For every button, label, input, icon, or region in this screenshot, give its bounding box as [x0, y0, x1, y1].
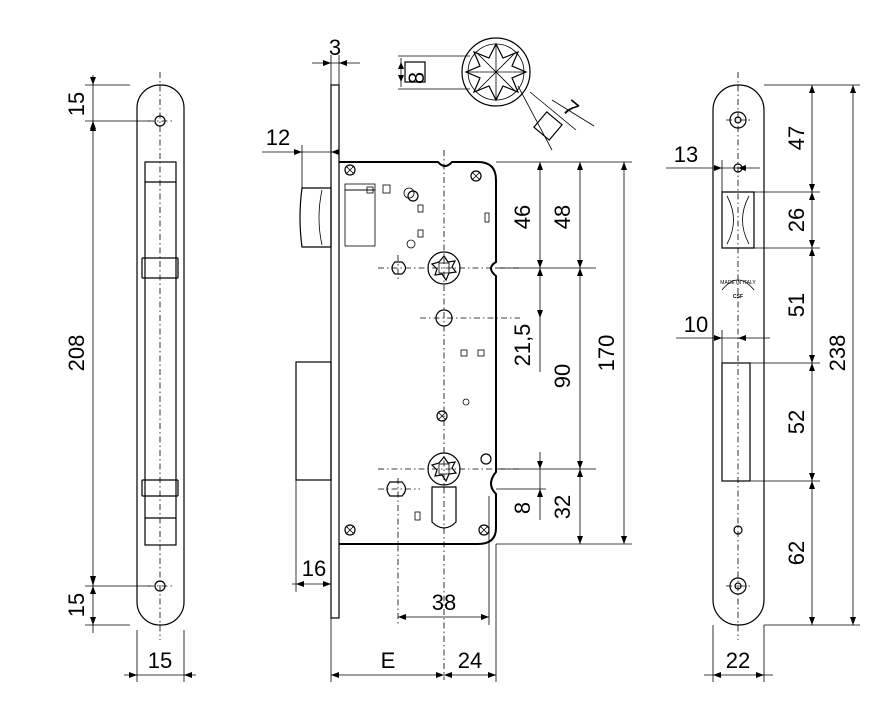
lock-case — [339, 161, 497, 545]
strike-plate: MADE IN ITALY CSF — [712, 72, 765, 640]
dim-strike-latch-slot: 26 — [784, 208, 809, 232]
body-dimensions: 3 12 16 46 48 21,5 — [262, 35, 632, 682]
dim-follower-to-top: 46 — [510, 205, 535, 229]
dim-follower-to-mid: 21,5 — [510, 324, 535, 367]
dim-latch-projection: 12 — [266, 125, 290, 150]
dim-strike-middle: 51 — [784, 293, 809, 317]
dim-left-width: 15 — [148, 648, 172, 673]
dim-backset: E — [381, 648, 396, 673]
dim-left-top-hole: 15 — [64, 92, 89, 116]
spindle-hole-upper — [391, 261, 407, 275]
dim-lower-follower-offset: 8 — [510, 502, 535, 514]
dim-strike-total: 238 — [825, 335, 850, 372]
lock-body — [295, 84, 520, 680]
left-faceplate — [136, 72, 185, 640]
dim-center-distance: 90 — [550, 364, 575, 388]
spindle-hole-lower — [386, 481, 407, 497]
case-screws — [344, 164, 492, 536]
dim-square-left: 8 — [404, 72, 429, 84]
dim-follower-spacing: 38 — [432, 590, 456, 615]
left-dimensions: 15 208 15 15 — [64, 75, 196, 682]
dim-left-height: 208 — [64, 335, 89, 372]
dim-follower-to-top-2: 48 — [550, 205, 575, 229]
follower-detail: 8 7 — [398, 37, 595, 151]
dim-faceplate-thickness: 3 — [329, 35, 341, 60]
stamp-text-1: MADE IN ITALY — [720, 280, 756, 286]
strike-bolt-slot — [721, 362, 751, 482]
dead-bolt — [295, 361, 332, 481]
dim-strike-top: 47 — [784, 126, 809, 150]
faceplate-inner-slot — [144, 161, 177, 546]
dim-bolt-projection: 16 — [302, 556, 326, 581]
stamp-text-2: CSF — [733, 294, 743, 300]
latch-bolt — [299, 187, 332, 248]
strike-outline — [712, 84, 765, 626]
dim-square-right: 7 — [558, 95, 583, 122]
dim-strike-width: 22 — [726, 648, 750, 673]
dim-body-depth: 24 — [458, 648, 482, 673]
dim-strike-bolt-slot: 52 — [784, 410, 809, 434]
dim-left-bottom-hole: 15 — [64, 593, 89, 617]
dim-body-height: 170 — [594, 335, 619, 372]
lock-faceplate — [330, 84, 340, 619]
manufacturer-stamp: MADE IN ITALY CSF — [720, 279, 756, 300]
strike-dimensions: 13 10 47 26 51 52 62 238 — [666, 84, 860, 682]
faceplate-outline — [136, 84, 185, 626]
dim-lower-to-bottom: 32 — [550, 495, 575, 519]
dim-strike-bolt-offset: 10 — [684, 312, 708, 337]
dim-strike-latch-offset: 13 — [674, 142, 698, 167]
dim-strike-bottom: 62 — [784, 541, 809, 565]
